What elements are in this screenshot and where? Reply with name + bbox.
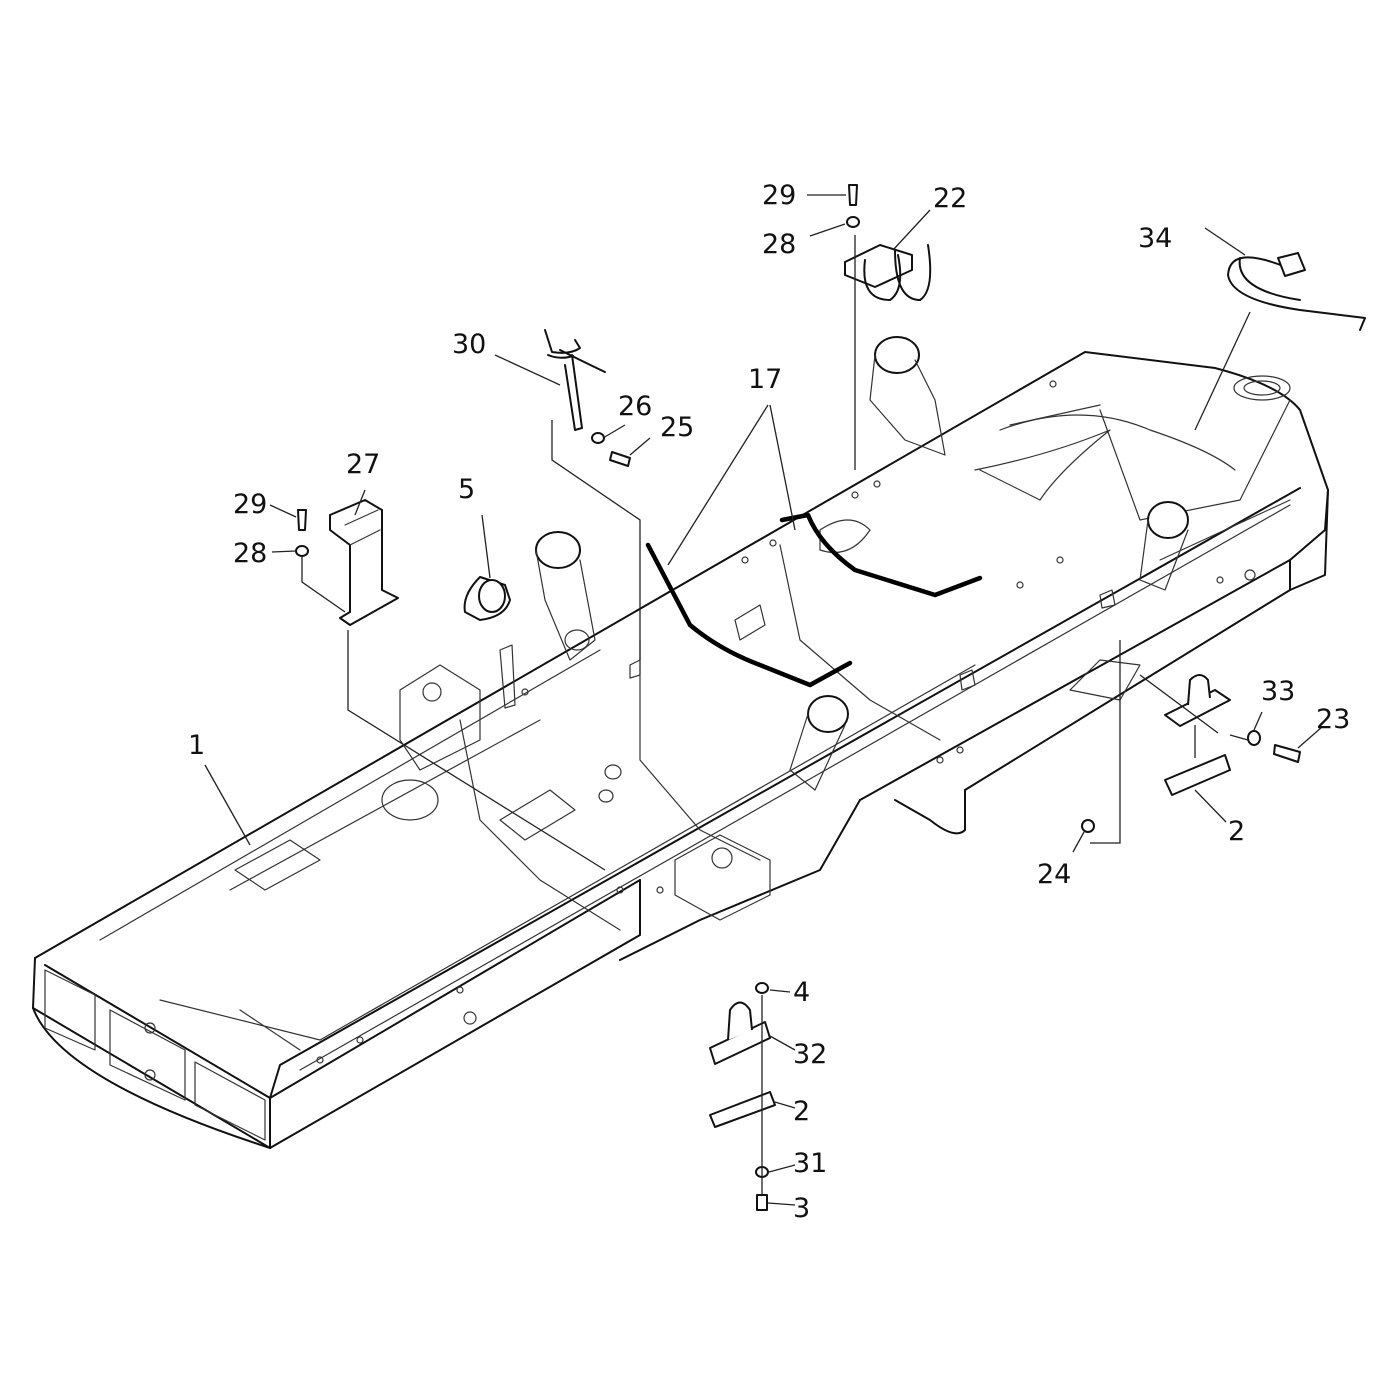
- right-mount-assembly: [1081, 674, 1301, 833]
- callout-2-lower: 2: [793, 1096, 810, 1127]
- strap-34: [1227, 252, 1366, 331]
- hook-bracket-22: [844, 244, 932, 301]
- callout-34: 34: [1138, 223, 1172, 254]
- callout-2-right: 2: [1228, 816, 1245, 847]
- bushing-5: [463, 576, 511, 621]
- callout-29-left: 29: [233, 489, 267, 520]
- callout-30: 30: [452, 329, 486, 360]
- callout-22: 22: [933, 183, 967, 214]
- callout-25: 25: [660, 412, 694, 443]
- callout-31: 31: [793, 1148, 827, 1179]
- callout-24: 24: [1037, 859, 1071, 890]
- callout-17: 17: [748, 364, 782, 395]
- callout-28-top: 28: [762, 229, 796, 260]
- bracket-27: [329, 499, 399, 626]
- callout-27: 27: [346, 449, 380, 480]
- callout-3: 3: [793, 1193, 810, 1224]
- fastener-hardware: [295, 184, 860, 557]
- lower-mount-assembly: [709, 982, 776, 1211]
- callout-1: 1: [188, 730, 205, 761]
- callout-labels: 29 28 22 34 30 17 26 25 27 5 29 28 1 33 …: [188, 180, 1350, 1224]
- callout-5: 5: [458, 474, 475, 505]
- callout-23: 23: [1316, 704, 1350, 735]
- leader-lines: [204, 194, 1323, 1206]
- callout-33: 33: [1261, 676, 1295, 707]
- callout-26: 26: [618, 391, 652, 422]
- main-frame: [32, 336, 1329, 1149]
- wire-hook-30: [544, 329, 606, 431]
- callout-29-top: 29: [762, 180, 796, 211]
- callout-4: 4: [793, 977, 810, 1008]
- cable-harness-17: [645, 512, 983, 688]
- callout-28-left: 28: [233, 538, 267, 569]
- callout-32: 32: [793, 1039, 827, 1070]
